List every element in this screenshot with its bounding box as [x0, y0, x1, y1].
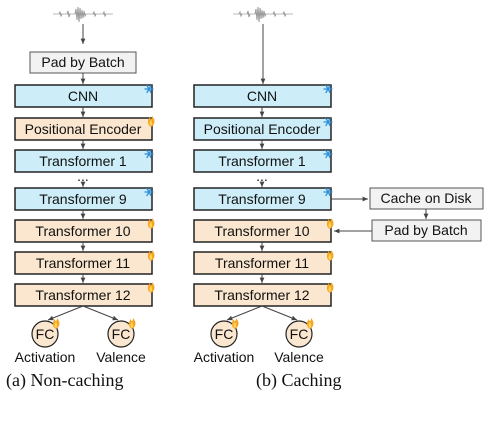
- positional-encoder-label: Positional Encoder: [25, 121, 142, 137]
- waveform-icon: [232, 6, 294, 23]
- transformer-9-label: Transformer 9: [39, 191, 127, 207]
- cnn-box: CNN: [193, 84, 333, 108]
- cnn-box: CNN: [14, 84, 154, 108]
- transformer-9-box: Transformer 9: [193, 187, 333, 211]
- pad-by-batch-box: Pad by Batch: [29, 51, 137, 74]
- transformer-1-box: Transformer 1: [193, 149, 333, 173]
- fc-activation-node: FC: [210, 318, 239, 348]
- cnn-label: CNN: [247, 88, 277, 104]
- transformer-10-box: Transformer 10: [14, 218, 155, 243]
- ellipsis: ...: [77, 168, 89, 184]
- positional-encoder-label: Positional Encoder: [204, 121, 321, 137]
- activation-label: Activation: [15, 349, 76, 365]
- fc-valence-node: FC: [285, 318, 314, 348]
- transformer-11-box: Transformer 11: [14, 250, 155, 275]
- transformer-1-label: Transformer 1: [39, 153, 127, 169]
- pad-by-batch-label: Pad by Batch: [41, 54, 124, 70]
- cache-on-disk-label: Cache on Disk: [380, 190, 472, 206]
- caching-diagram: CNN Positional Encoder Transformer 1 ...…: [193, 6, 484, 365]
- valence-label: Valence: [274, 349, 324, 365]
- transformer-12-box: Transformer 12: [14, 282, 155, 307]
- valence-label: Valence: [96, 349, 146, 365]
- fc-activation-node: FC: [31, 318, 60, 348]
- fc-label: FC: [112, 326, 131, 342]
- caption-non-caching: (a) Non-caching: [6, 370, 124, 390]
- positional-encoder-box: Positional Encoder: [193, 117, 333, 141]
- caption-caching: (b) Caching: [256, 370, 342, 390]
- transformer-11-box: Transformer 11: [193, 250, 334, 275]
- transformer-10-box: Transformer 10: [193, 218, 334, 243]
- non-caching-diagram: Pad by Batch CNN Positional Encoder Tran…: [14, 6, 155, 365]
- fc-valence-node: FC: [107, 318, 136, 348]
- transformer-12-label: Transformer 12: [35, 287, 130, 303]
- activation-label: Activation: [194, 349, 255, 365]
- transformer-10-label: Transformer 10: [214, 223, 309, 239]
- transformer-11-label: Transformer 11: [215, 255, 309, 271]
- ellipsis: ...: [256, 168, 268, 184]
- fc-label: FC: [215, 326, 234, 342]
- pad-by-batch-box: Pad by Batch: [371, 219, 482, 242]
- positional-encoder-box: Positional Encoder: [14, 116, 155, 141]
- cache-on-disk-box: Cache on Disk: [369, 187, 484, 210]
- cnn-label: CNN: [68, 88, 98, 104]
- waveform-icon: [52, 6, 114, 23]
- transformer-9-box: Transformer 9: [14, 187, 154, 211]
- transformer-10-label: Transformer 10: [35, 223, 130, 239]
- fc-label: FC: [290, 326, 309, 342]
- transformer-12-box: Transformer 12: [193, 282, 334, 307]
- transformer-11-label: Transformer 11: [36, 255, 130, 271]
- transformer-12-label: Transformer 12: [214, 287, 309, 303]
- pad-by-batch-label: Pad by Batch: [384, 222, 467, 238]
- transformer-1-label: Transformer 1: [218, 153, 306, 169]
- transformer-9-label: Transformer 9: [218, 191, 306, 207]
- transformer-1-box: Transformer 1: [14, 149, 154, 173]
- fc-label: FC: [36, 326, 55, 342]
